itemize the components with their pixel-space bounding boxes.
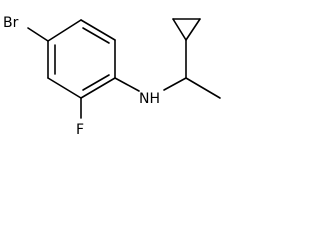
bromine-bond — [27, 27, 49, 42]
benzene-ring — [47, 19, 116, 99]
ring-bond-top-right — [80, 19, 116, 41]
amine-bond-side-chain — [163, 77, 187, 91]
ring-bond-bottom-right — [80, 77, 116, 99]
ring-inner-double-bond-bottom — [82, 74, 110, 91]
cyclopropyl-bond-right — [185, 18, 201, 41]
ring-inner-double-bond-top-right — [82, 27, 110, 44]
amine-bond-ring — [114, 77, 140, 92]
methyl-bond — [185, 77, 221, 99]
substituents — [27, 27, 221, 119]
molecule-structure: Br F NH — [3, 15, 221, 138]
ring-bond-top-left — [47, 19, 82, 42]
bromine-label: Br — [3, 15, 19, 31]
amine-label: NH — [139, 91, 160, 107]
cyclopropyl-bond-left — [172, 18, 187, 41]
cyclopropyl-ring — [172, 18, 201, 41]
atom-labels: Br F NH — [3, 15, 160, 138]
ring-bond-bottom-left — [47, 77, 82, 99]
fluorine-label: F — [76, 122, 84, 138]
